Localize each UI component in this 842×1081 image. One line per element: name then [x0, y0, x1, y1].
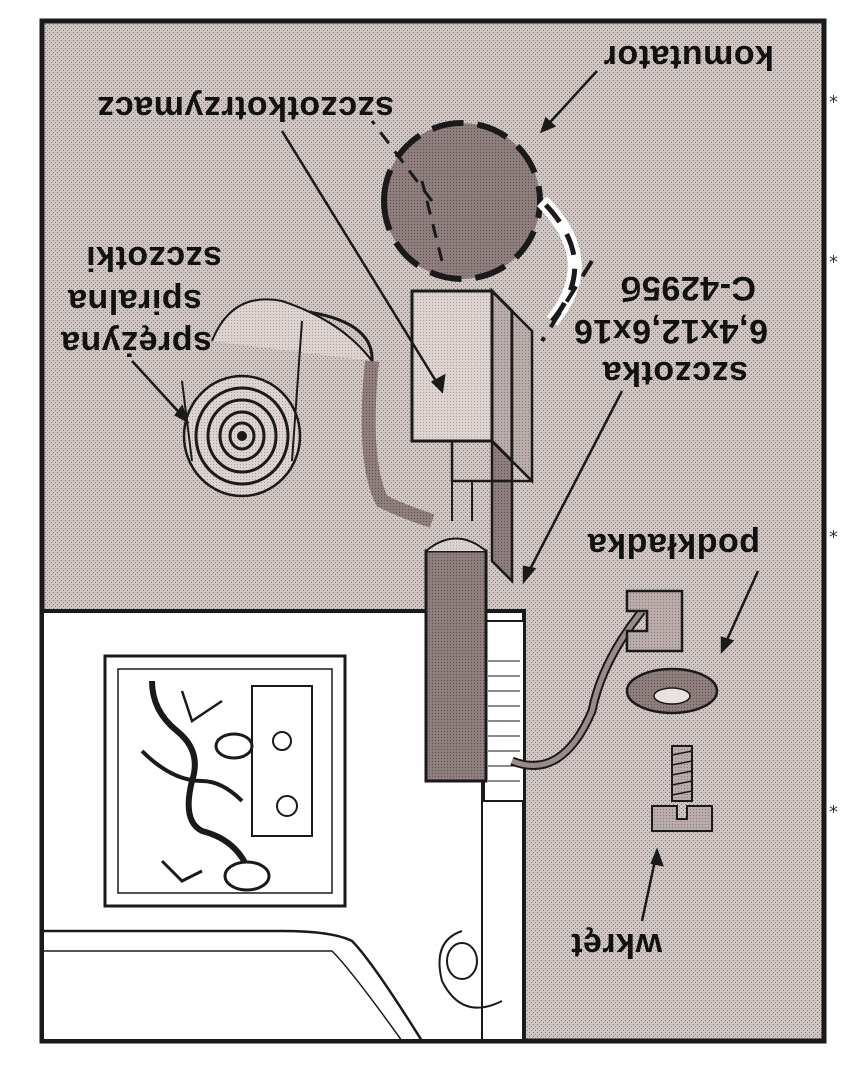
label-sprezyna-spiralna-line1: sprężyna [60, 324, 212, 362]
leader-arrows [131, 70, 760, 922]
margin-mark: * [829, 795, 838, 816]
brush-terminal-fork [625, 589, 684, 653]
carbon-brush [424, 537, 488, 783]
label-sprezyna-spiralna-line3: szczotki [85, 239, 222, 277]
washer [625, 667, 719, 715]
margin-mark: * [829, 520, 838, 541]
label-szczotka-line2: 6,4x12,6x16 [573, 312, 768, 350]
spiral-spring [181, 298, 435, 528]
label-wkret: wkręt [570, 926, 662, 964]
margin-mark: * [829, 245, 838, 266]
label-sprezyna-spiralna-line2: spiralna [67, 282, 202, 320]
label-komutator: komutator [603, 38, 774, 76]
screw [651, 745, 713, 832]
label-szczotkotrzymacz: szczotkotrzymacz [96, 89, 394, 127]
commutator [370, 120, 594, 343]
margin-mark: * [829, 85, 838, 106]
label-szczotka-line1: szczotka [602, 354, 748, 392]
label-szczotka-line3: C-4295б [619, 269, 756, 307]
label-podkladka: podkładka [587, 526, 760, 564]
